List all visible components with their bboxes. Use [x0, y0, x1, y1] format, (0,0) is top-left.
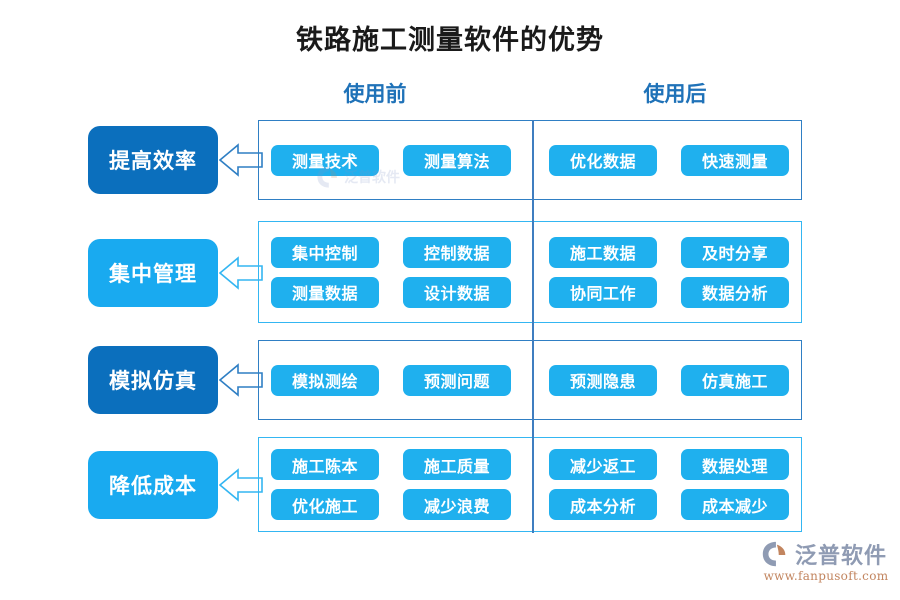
- logo: 泛普软件 www.fanpusoft.com: [760, 538, 892, 590]
- category-box[interactable]: 模拟仿真: [88, 346, 218, 414]
- category-box[interactable]: 提高效率: [88, 126, 218, 194]
- container-split-line: [532, 339, 534, 421]
- item-pill[interactable]: 仿真施工: [681, 364, 789, 396]
- item-pill[interactable]: 协同工作: [549, 276, 657, 308]
- logo-top-row: 泛普软件: [760, 538, 892, 570]
- item-pill[interactable]: 设计数据: [403, 276, 511, 308]
- category-label: 降低成本: [109, 473, 197, 498]
- advantage-row: 集中管理 集中控制 控制数据 施工数据 及时分享 测量数据 设计数据 协同工作: [0, 220, 900, 324]
- logo-name: 泛普软件: [795, 543, 888, 569]
- arrow-left-icon: [219, 358, 263, 402]
- item-pill[interactable]: 测量算法: [403, 144, 511, 176]
- item-pill[interactable]: 优化施工: [271, 489, 379, 520]
- logo-url: www.fanpusoft.com: [763, 569, 889, 583]
- category-label: 提高效率: [109, 148, 197, 173]
- item-pill[interactable]: 数据处理: [681, 449, 789, 480]
- column-header-before: 使用前: [343, 81, 407, 106]
- category-label: 模拟仿真: [109, 368, 197, 393]
- advantage-row: 模拟仿真 模拟测绘 预测问题 预测隐患 仿真施工: [0, 339, 900, 421]
- item-pill[interactable]: 快速测量: [681, 144, 789, 176]
- item-pill[interactable]: 及时分享: [681, 236, 789, 268]
- category-label: 集中管理: [109, 261, 197, 286]
- item-pill[interactable]: 控制数据: [403, 236, 511, 268]
- container-split-line: [532, 436, 534, 533]
- arrow-left-icon: [219, 138, 263, 182]
- column-header-after: 使用后: [643, 81, 707, 106]
- items-container: 集中控制 控制数据 施工数据 及时分享 测量数据 设计数据 协同工作 数据分析: [258, 220, 802, 324]
- pill-line: 模拟测绘 预测问题 预测隐患 仿真施工: [271, 364, 789, 396]
- fanpu-logo-icon: [760, 539, 790, 569]
- pill-grid: 模拟测绘 预测问题 预测隐患 仿真施工: [259, 341, 801, 419]
- advantage-row: 提高效率 测量技术 测量算法 优化数据 快速测量: [0, 119, 900, 201]
- pill-grid: 集中控制 控制数据 施工数据 及时分享 测量数据 设计数据 协同工作 数据分析: [259, 222, 801, 322]
- item-pill[interactable]: 施工质量: [403, 449, 511, 480]
- pill-line: 施工陈本 施工质量 减少返工 数据处理: [271, 449, 789, 480]
- item-pill[interactable]: 集中控制: [271, 236, 379, 268]
- item-pill[interactable]: 减少浪费: [403, 489, 511, 520]
- category-box[interactable]: 降低成本: [88, 451, 218, 519]
- arrow-left-icon: [219, 463, 263, 507]
- pill-line: 集中控制 控制数据 施工数据 及时分享: [271, 236, 789, 268]
- item-pill[interactable]: 预测隐患: [549, 364, 657, 396]
- item-pill[interactable]: 测量技术: [271, 144, 379, 176]
- pill-grid: 测量技术 测量算法 优化数据 快速测量: [259, 121, 801, 199]
- pill-line: 测量数据 设计数据 协同工作 数据分析: [271, 276, 789, 308]
- item-pill[interactable]: 优化数据: [549, 144, 657, 176]
- container-split-line: [532, 119, 534, 201]
- container-split-line: [532, 220, 534, 324]
- item-pill[interactable]: 模拟测绘: [271, 364, 379, 396]
- items-container: 测量技术 测量算法 优化数据 快速测量: [258, 119, 802, 201]
- pill-line: 测量技术 测量算法 优化数据 快速测量: [271, 144, 789, 176]
- page-title: 铁路施工测量软件的优势: [296, 25, 604, 56]
- item-pill[interactable]: 测量数据: [271, 276, 379, 308]
- arrow-left-icon: [219, 251, 263, 295]
- pill-grid: 施工陈本 施工质量 减少返工 数据处理 优化施工 减少浪费 成本分析 成本减少: [259, 438, 801, 531]
- pill-line: 优化施工 减少浪费 成本分析 成本减少: [271, 489, 789, 520]
- category-box[interactable]: 集中管理: [88, 239, 218, 307]
- items-container: 模拟测绘 预测问题 预测隐患 仿真施工: [258, 339, 802, 421]
- items-container: 施工陈本 施工质量 减少返工 数据处理 优化施工 减少浪费 成本分析 成本减少: [258, 436, 802, 533]
- item-pill[interactable]: 施工数据: [549, 236, 657, 268]
- item-pill[interactable]: 成本分析: [549, 489, 657, 520]
- item-pill[interactable]: 减少返工: [549, 449, 657, 480]
- advantage-row: 降低成本 施工陈本 施工质量 减少返工 数据处理 优化施工 减少浪费 成本分析: [0, 436, 900, 533]
- item-pill[interactable]: 预测问题: [403, 364, 511, 396]
- item-pill[interactable]: 施工陈本: [271, 449, 379, 480]
- item-pill[interactable]: 数据分析: [681, 276, 789, 308]
- item-pill[interactable]: 成本减少: [681, 489, 789, 520]
